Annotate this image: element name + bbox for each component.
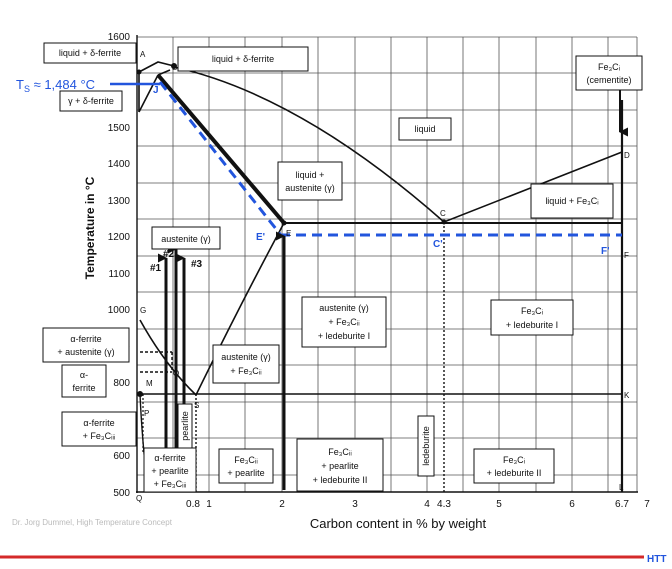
region-austenite-ledeburite: austenite (γ) [319,303,369,313]
footer-credit: Dr. Jorg Dummel, High Temperature Concep… [12,518,173,527]
x-tick-labels: 0.8 1 2 3 4 4.3 5 6 6.7 7 [186,499,650,510]
region-cementite: (cementite) [586,75,631,85]
region-fe3cii-pearlite-ledeburite: Fe₃Cᵢᵢ [328,447,352,457]
y-tick: 800 [113,378,130,389]
region-fe3cii-pearlite: Fe₃Cᵢᵢ [234,455,258,465]
point-c-prime: C' [433,239,443,250]
point-labels: A B C D E F G K M P Q L S O [136,50,630,503]
grid [137,36,638,492]
point-f: F [624,251,629,260]
region-fe3cii-pearlite-ledeburite: + ledeburite II [313,475,368,485]
region-ledeburite: ledeburite [421,426,431,466]
region-labels: liquid + δ-ferrite liquid + δ-ferrite γ … [57,48,631,489]
point-b: B [172,63,177,72]
region-austenite-ledeburite: + ledeburite I [318,331,370,341]
htt-logo: HTT [647,554,666,564]
point-a-dot [136,69,142,75]
region-alpha-ferrite: α- [80,370,88,380]
region-austenite: austenite (γ) [161,234,211,244]
y-tick: 1100 [108,269,130,280]
region-alpha-pearlite: + pearlite [151,466,188,476]
y-axis-label: Temperature in °C [83,176,97,279]
region-alpha-fe3ciii: + Fe₃Cᵢᵢᵢ [83,431,116,441]
arrow-labels: #1 #2 #3 [150,249,203,274]
region-alpha-pearlite: α-ferrite [154,453,185,463]
region-liquid-delta-left: liquid + δ-ferrite [59,48,121,58]
region-austenite-ledeburite: + Fe₃Cᵢᵢ [328,317,359,327]
y-tick: 1600 [108,32,131,43]
process-arrows [158,80,628,490]
point-a: A [140,50,146,59]
region-alpha-pearlite: + Fe₃Cᵢᵢᵢ [154,479,187,489]
region-pearlite: pearlite [180,411,190,441]
region-alpha-ferrite: ferrite [72,383,95,393]
arrow-label-1: #1 [150,263,162,274]
region-alpha-austenite: α-ferrite [70,334,101,344]
region-liquid-delta-top: liquid + δ-ferrite [212,54,274,64]
region-alpha-fe3ciii: α-ferrite [83,418,114,428]
y-tick: 600 [113,451,130,462]
point-d: D [624,151,630,160]
point-b-dot [171,63,177,69]
point-m: M [146,379,153,388]
point-e-prime: E' [256,232,265,243]
point-e-dot [281,220,287,226]
region-fe3cii-pearlite: + pearlite [227,468,264,478]
x-tick: 5 [496,499,502,510]
phase-boundaries [138,61,624,493]
region-fe3c-ledeburite-i: + ledeburite I [506,320,558,330]
solidus-temperature-label: TS ≈ 1,484 °C [16,77,95,94]
x-tick: 6.7 [615,499,629,510]
region-gamma-delta: γ + δ-ferrite [68,96,114,106]
region-fe3ci-ledeburite-ii: + ledeburite II [487,468,542,478]
arrow-label-2: #2 [163,249,175,260]
y-tick: 1400 [108,159,131,170]
region-alpha-austenite: + austenite (γ) [57,347,114,357]
x-tick: 3 [352,499,358,510]
blue-dashed-lines [158,81,622,237]
x-tick: 0.8 [186,499,200,510]
point-c: C [440,209,446,218]
point-l: L [619,483,624,492]
region-liquid-austenite: liquid + [296,170,325,180]
arrow-label-3: #3 [191,259,203,270]
region-fe3cii-pearlite-ledeburite: + pearlite [321,461,358,471]
x-axis-label: Carbon content in % by weight [310,516,487,531]
region-boxes [42,42,643,493]
point-j: J [153,85,159,96]
region-fe3ci-ledeburite-ii: Fe₃Cᵢ [503,455,525,465]
region-liquid-fe3c: liquid + Fe₃Cᵢ [545,196,598,206]
x-tick: 6 [569,499,575,510]
point-q: Q [136,494,142,503]
point-k: K [624,391,630,400]
y-tick: 1300 [108,196,131,207]
point-f-prime: F' [601,246,610,257]
x-tick: 2 [279,499,285,510]
y-tick: 1000 [108,305,131,316]
point-m-dot [137,391,143,397]
point-p: P [144,409,149,418]
x-tick: 7 [644,499,650,510]
region-liquid-austenite: austenite (γ) [285,183,335,193]
x-tick: 1 [206,499,212,510]
y-tick: 1500 [108,123,131,134]
point-g: G [140,306,146,315]
y-tick: 1200 [108,232,131,243]
region-austenite-fe3cii: austenite (γ) [221,352,271,362]
point-e: E [286,229,291,238]
point-s: S [194,401,199,410]
y-tick: 500 [113,488,130,499]
blue-point-labels: J E' C' F' [153,85,610,257]
region-cementite: Fe₃Cᵢ [598,62,620,72]
x-tick: 4 [424,499,430,510]
region-liquid: liquid [414,124,435,134]
x-tick: 4.3 [437,499,451,510]
point-c-dot [441,219,447,225]
point-o: O [173,369,179,378]
region-austenite-fe3cii: + Fe₃Cᵢᵢ [230,366,261,376]
region-fe3c-ledeburite-i: Fe₃Cᵢ [521,306,543,316]
